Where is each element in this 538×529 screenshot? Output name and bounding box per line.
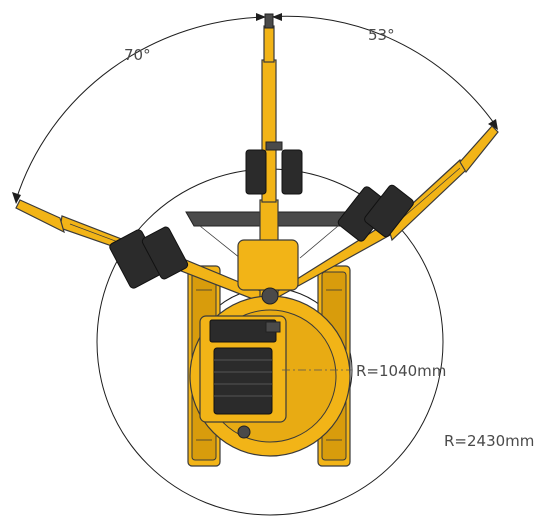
swing-angle-arc	[15, 15, 497, 201]
arc-arrow-right	[488, 119, 498, 130]
arc-arrow-top-left	[256, 13, 266, 21]
arc-arrow-left	[12, 192, 21, 204]
operator-cab	[199, 315, 287, 423]
arc-arrow-top-right	[272, 13, 282, 21]
swing-angle-left-label: 70°	[124, 46, 151, 64]
inner-radius-label: R=1040mm	[356, 362, 446, 380]
boom-center-position	[237, 13, 303, 301]
swing-angle-right-label: 53°	[368, 26, 395, 44]
bucket-right	[337, 184, 414, 242]
outer-radius-label: R=2430mm	[444, 432, 534, 450]
bucket-center	[245, 141, 303, 195]
boom-left-position	[15, 199, 278, 310]
bucket-left	[109, 226, 189, 289]
